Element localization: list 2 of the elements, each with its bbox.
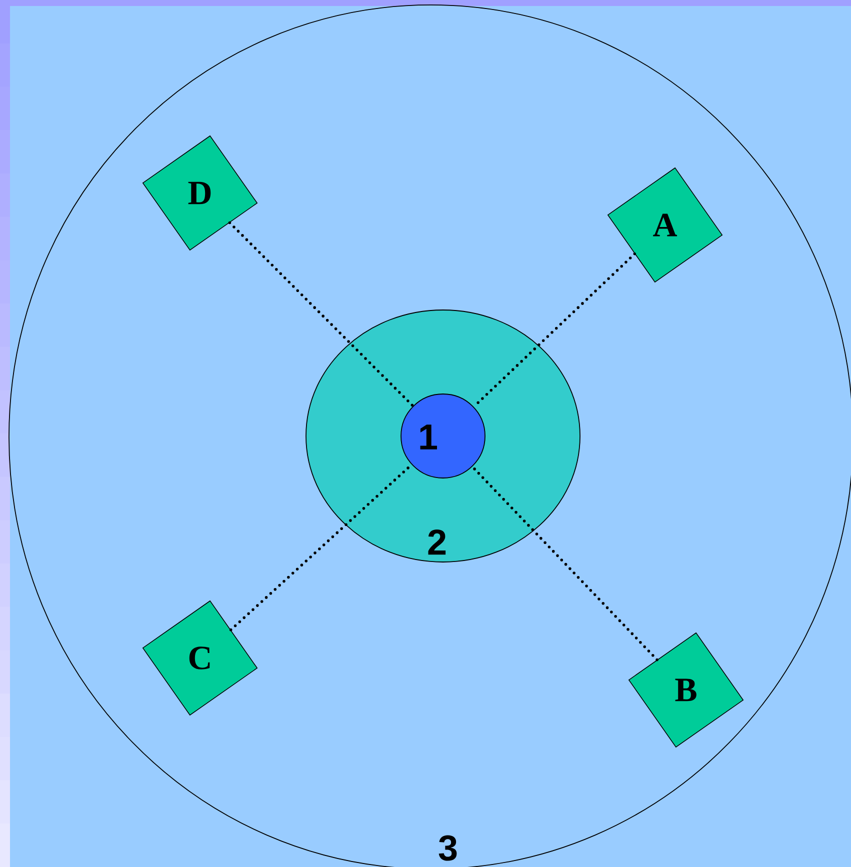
dotted-line bbox=[470, 465, 658, 662]
dotted-line bbox=[228, 221, 414, 408]
